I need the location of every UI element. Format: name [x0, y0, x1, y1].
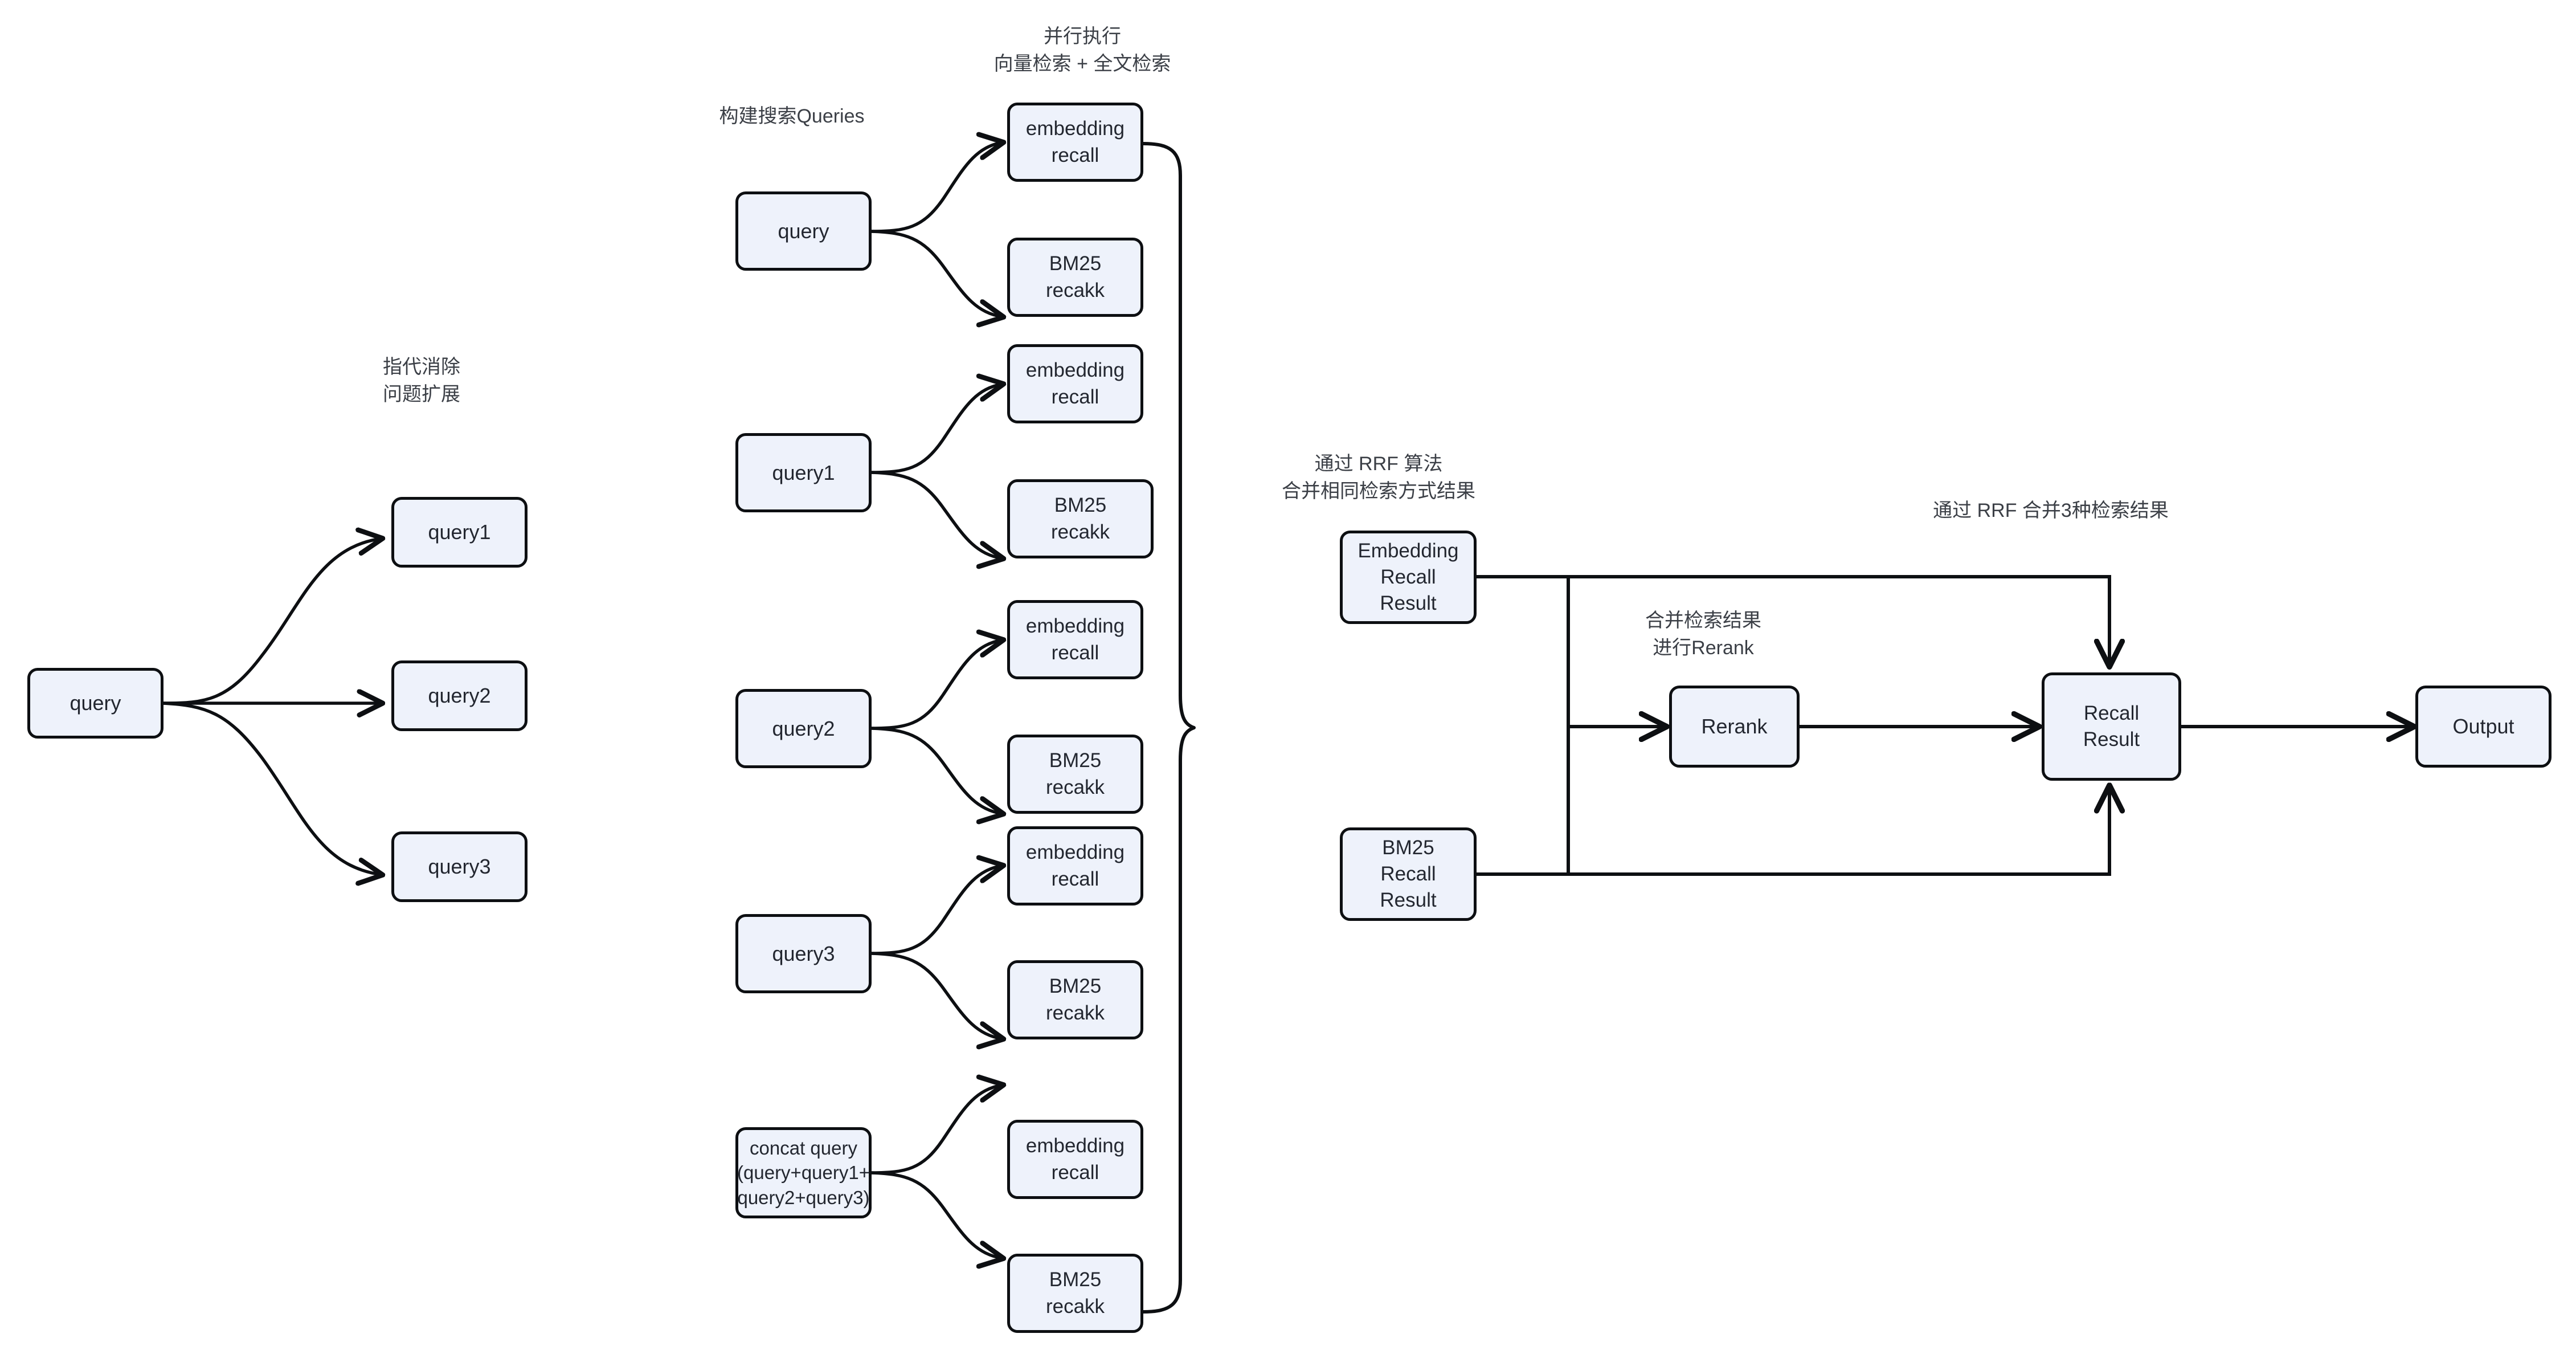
- node-rerank[interactable]: Rerank: [1669, 686, 1800, 768]
- edge-query-emb: [870, 142, 1003, 233]
- stage1-edges: [162, 539, 382, 875]
- caption-rrf-same-method: 通过 RRF 算法 合并相同检索方式结果: [1282, 453, 1475, 503]
- caption-rrf-three-results: 通过 RRF 合并3种检索结果: [1933, 500, 2169, 521]
- node-recall-result[interactable]: Recall Result: [2042, 672, 2181, 781]
- node-query1-stage2[interactable]: query1: [735, 433, 872, 512]
- edge-query2-emb: [870, 640, 1003, 730]
- stage2-edges: [870, 142, 1003, 1258]
- edge-query3-emb: [870, 866, 1003, 955]
- edge-query-bm25: [870, 230, 1003, 317]
- node-bm25-recall-query[interactable]: BM25 recakk: [1007, 238, 1143, 317]
- node-query3-stage1[interactable]: query3: [391, 831, 528, 902]
- edge-concat-emb: [870, 1085, 1003, 1174]
- node-bm25-recall-result[interactable]: BM25 Recall Result: [1340, 827, 1477, 921]
- caption-merge-rerank: 合并检索结果 进行Rerank: [1645, 610, 1761, 659]
- aggregation-brace: [1142, 142, 1196, 1314]
- node-bm25-recall-concat[interactable]: BM25 recakk: [1007, 1254, 1143, 1333]
- node-query2-stage1[interactable]: query2: [391, 660, 528, 731]
- edge-query-to-query1: [162, 539, 382, 705]
- node-bm25-recall-query2[interactable]: BM25 recakk: [1007, 735, 1143, 814]
- edge-query1-emb: [870, 384, 1003, 474]
- node-bm25-recall-query3[interactable]: BM25 recakk: [1007, 960, 1143, 1039]
- caption-query-rewrite: 指代消除 问题扩展: [383, 356, 460, 406]
- caption-build-queries: 构建搜索Queries: [719, 105, 865, 127]
- node-query3-stage2[interactable]: query3: [735, 914, 872, 993]
- node-embedding-recall-result[interactable]: Embedding Recall Result: [1340, 531, 1477, 624]
- node-embedding-recall-query1[interactable]: embedding recall: [1007, 344, 1143, 423]
- edge-concat-bm25: [870, 1171, 1003, 1258]
- node-bm25-recall-query1[interactable]: BM25 recakk: [1007, 479, 1154, 558]
- node-embedding-recall-concat[interactable]: embedding recall: [1007, 1120, 1143, 1199]
- edge-query1-bm25: [870, 471, 1003, 558]
- node-query-stage2[interactable]: query: [735, 191, 872, 271]
- node-query2-stage2[interactable]: query2: [735, 689, 872, 768]
- node-embedding-recall-query2[interactable]: embedding recall: [1007, 600, 1143, 679]
- node-output[interactable]: Output: [2415, 686, 2552, 768]
- node-query1-stage1[interactable]: query1: [391, 497, 528, 568]
- edge-query2-bm25: [870, 727, 1003, 814]
- edge-query3-bm25: [870, 952, 1003, 1039]
- node-embedding-recall-query3[interactable]: embedding recall: [1007, 826, 1143, 906]
- node-embedding-recall-query[interactable]: embedding recall: [1007, 103, 1143, 182]
- edge-query-to-query3: [162, 702, 382, 875]
- node-query-root[interactable]: query: [27, 668, 163, 739]
- caption-parallel-exec: 并行执行 向量检索 + 全文检索: [993, 26, 1171, 75]
- node-concat-query[interactable]: concat query (query+query1+ query2+query…: [735, 1127, 872, 1218]
- edge-bm25result-to-recallresult: [1475, 786, 2109, 876]
